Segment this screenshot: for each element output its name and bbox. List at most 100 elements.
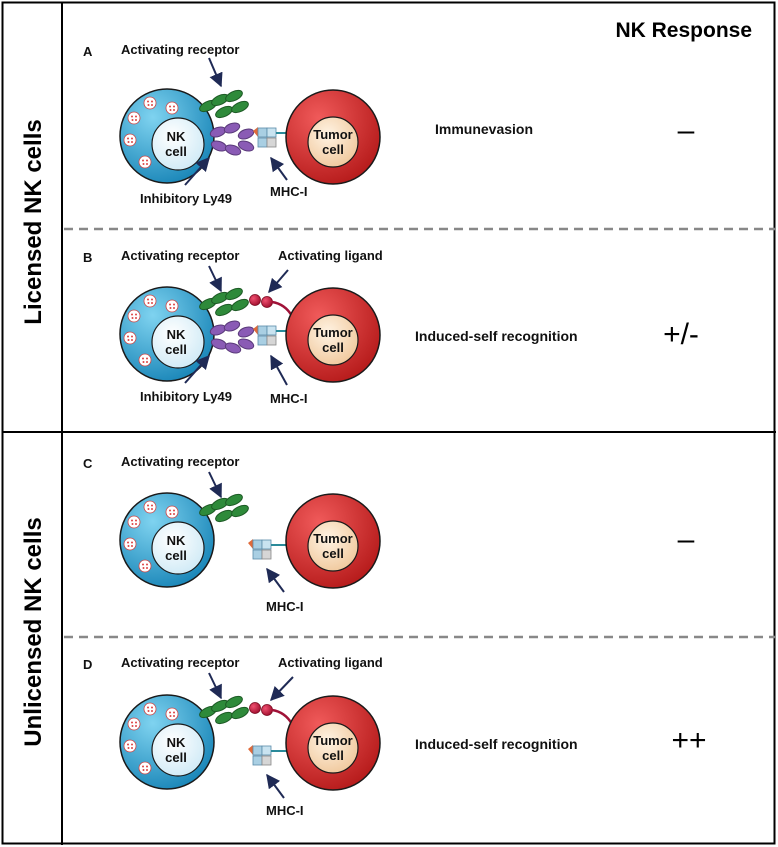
granule — [127, 515, 141, 529]
tumor-cell-label: cell — [322, 142, 344, 157]
row-label-licensed: Licensed NK cells — [20, 119, 47, 324]
nk-nucleus — [151, 723, 205, 777]
outcome-label: Induced-self recognition — [415, 736, 578, 752]
panel-b: B Activating receptor Activating ligand … — [83, 248, 699, 406]
figure-title: NK Response — [615, 19, 752, 42]
activating-ligand-arrow — [270, 676, 294, 702]
nk-response-value: ++ — [671, 724, 706, 757]
activating-receptor-label: Activating receptor — [121, 655, 239, 670]
inhibitory-ly49-receptor — [209, 122, 255, 156]
activating-receptor-label: Activating receptor — [121, 42, 239, 57]
activating-receptor — [199, 695, 249, 725]
activating-receptor-arrow — [208, 265, 222, 293]
tumor-cell: Tumor cell — [285, 695, 381, 791]
mhc-i-molecule — [253, 325, 292, 346]
nk-cell: NK cell — [119, 286, 215, 382]
nk-cell-label: cell — [165, 548, 187, 563]
mhc-i-molecule — [248, 745, 292, 766]
granule — [138, 761, 152, 775]
nk-cell: NK cell — [119, 694, 215, 790]
granule — [127, 309, 141, 323]
nk-nucleus — [151, 117, 205, 171]
panel-d: D Activating receptor Activating ligand … — [83, 655, 707, 818]
tumor-nucleus — [307, 116, 359, 168]
nk-cell-label: NK — [167, 129, 186, 144]
nk-response-value: – — [678, 523, 695, 556]
granule — [143, 96, 157, 110]
granule — [138, 155, 152, 169]
activating-ligand-label: Activating ligand — [278, 655, 383, 670]
nk-cell: NK cell — [119, 88, 215, 184]
nk-cell-label: NK — [167, 735, 186, 750]
mhc-i-arrow — [270, 354, 288, 386]
granule — [123, 537, 137, 551]
mhc-i-arrow — [270, 156, 288, 181]
tumor-cell-label: cell — [322, 340, 344, 355]
nk-cell: NK cell — [119, 492, 215, 588]
nk-cell-label: NK — [167, 327, 186, 342]
activating-receptor — [199, 89, 249, 119]
activating-ligand — [249, 294, 294, 317]
mhc-i-label: MHC-I — [266, 599, 304, 614]
activating-receptor-label: Activating receptor — [121, 454, 239, 469]
tumor-cell-label: Tumor — [313, 531, 352, 546]
tumor-nucleus — [307, 722, 359, 774]
granule — [127, 717, 141, 731]
nk-nucleus — [151, 315, 205, 369]
inhibitory-ly49-arrow — [184, 354, 210, 384]
inhibitory-ly49-label: Inhibitory Ly49 — [140, 191, 232, 206]
row-label-unlicensed: Unlicensed NK cells — [20, 517, 47, 746]
activating-receptor — [199, 493, 249, 523]
outcome-label: Induced-self recognition — [415, 328, 578, 344]
tumor-cell-label: Tumor — [313, 127, 352, 142]
granule — [165, 707, 179, 721]
activating-receptor-arrow — [208, 57, 223, 88]
tumor-cell: Tumor cell — [285, 287, 381, 383]
activating-ligand — [249, 702, 294, 725]
nk-cell-label: NK — [167, 533, 186, 548]
tumor-cell-label: cell — [322, 546, 344, 561]
panel-letter: B — [83, 250, 92, 265]
tumor-cell-label: cell — [322, 748, 344, 763]
nk-cell-label: cell — [165, 342, 187, 357]
granule — [123, 739, 137, 753]
nk-nucleus — [151, 521, 205, 575]
granule — [143, 294, 157, 308]
mhc-i-label: MHC-I — [270, 391, 308, 406]
granule — [138, 559, 152, 573]
activating-ligand-arrow — [268, 269, 289, 294]
panel-letter: A — [83, 44, 93, 59]
activating-receptor-label: Activating receptor — [121, 248, 239, 263]
granule — [127, 111, 141, 125]
granule — [165, 505, 179, 519]
activating-ligand-label: Activating ligand — [278, 248, 383, 263]
granule — [165, 299, 179, 313]
granule — [165, 101, 179, 115]
inhibitory-ly49-arrow — [184, 156, 210, 186]
panel-c: C Activating receptor NK cell — [83, 454, 695, 614]
activating-receptor — [199, 287, 249, 317]
nk-cell-label: cell — [165, 750, 187, 765]
tumor-cell: Tumor cell — [285, 493, 381, 589]
nk-response-value: +/- — [663, 318, 699, 351]
panel-a: A Activating receptor NK cell — [83, 42, 695, 206]
mhc-i-label: MHC-I — [266, 803, 304, 818]
granule — [143, 500, 157, 514]
nk-cell-label: cell — [165, 144, 187, 159]
outcome-label: Immunevasion — [435, 121, 533, 137]
activating-receptor-arrow — [208, 672, 222, 700]
panel-letter: C — [83, 456, 93, 471]
granule — [138, 353, 152, 367]
panel-letter: D — [83, 657, 92, 672]
mhc-i-label: MHC-I — [270, 184, 308, 199]
granule — [143, 702, 157, 716]
granule — [123, 133, 137, 147]
tumor-cell-label: Tumor — [313, 733, 352, 748]
mhc-i-arrow — [266, 773, 285, 799]
tumor-nucleus — [307, 314, 359, 366]
mhc-i-molecule — [248, 539, 292, 560]
mhc-i-arrow — [266, 567, 285, 593]
tumor-cell-label: Tumor — [313, 325, 352, 340]
